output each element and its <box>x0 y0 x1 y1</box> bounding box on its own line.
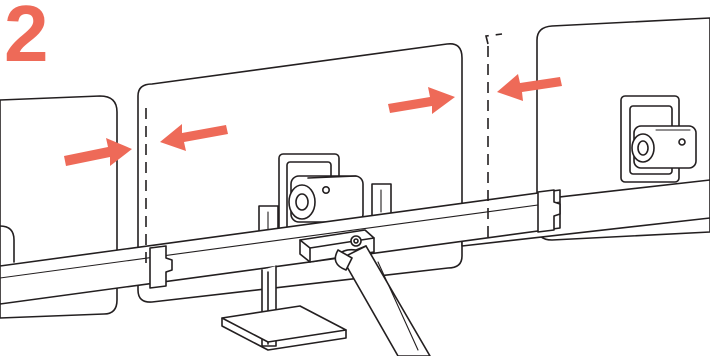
step-number: 2 <box>4 0 49 74</box>
right-hinge-knob-center <box>638 141 648 155</box>
center-hinge-screw <box>323 187 329 193</box>
alignment-line-right-top <box>486 34 502 44</box>
center-hinge-knob-center <box>296 194 308 210</box>
clamp-screw <box>351 236 361 246</box>
right-hinge-screw <box>679 139 685 145</box>
